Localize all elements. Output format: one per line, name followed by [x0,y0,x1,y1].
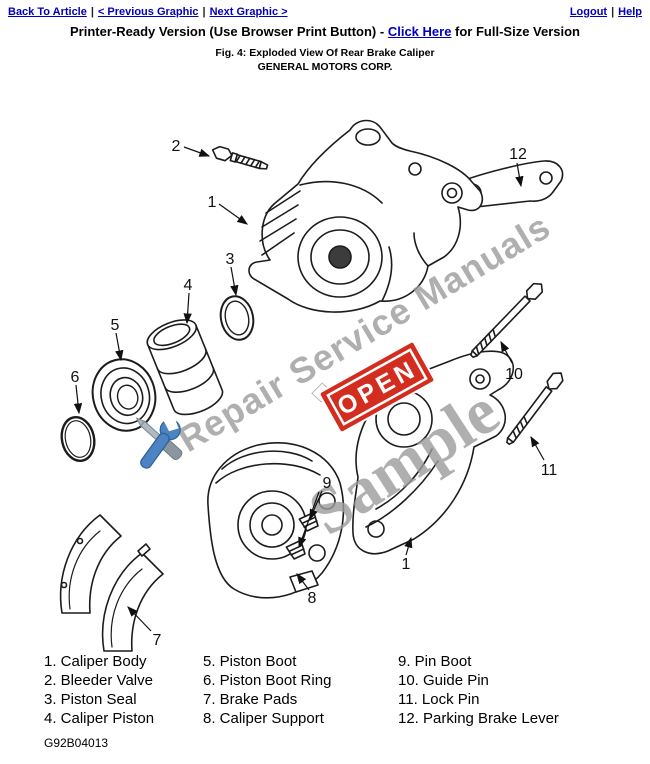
figure-id: G92B04013 [44,736,109,750]
logout-link[interactable]: Logout [569,6,608,18]
legend-item-pin-boot: 9. Pin Boot [398,653,472,670]
part-caliper-body [248,119,484,313]
legend-column-2: 5. Piston Boot 6. Piston Boot Ring 7. Br… [203,652,331,728]
callout-9: 9 [323,475,332,492]
part-bleeder-valve [211,145,269,170]
callout-10: 10 [505,366,523,383]
nav-right: Logout|Help [570,6,642,18]
legend-item-piston-seal: 3. Piston Seal [44,691,137,708]
nav-left: Back To Article|< Previous Graphic|Next … [8,6,288,18]
part-guide-pin [470,282,544,358]
callout-1a: 1 [208,194,217,211]
callout-6: 6 [71,369,80,386]
nav-separator: | [611,6,615,18]
legend-item-caliper-piston: 4. Caliper Piston [44,710,155,727]
legend-item-parking-brake-lever: 12. Parking Brake Lever [398,710,559,727]
callout-12: 12 [509,146,527,163]
legend-item-lock-pin: 11. Lock Pin [398,691,480,708]
title-prefix: Printer-Ready Version (Use Browser Print… [69,24,388,39]
legend-column-1: 1. Caliper Body 2. Bleeder Valve 3. Pist… [44,652,154,728]
nav-separator: | [90,6,94,18]
callout-leader-lines [73,146,545,632]
legend-item-brake-pads: 7. Brake Pads [203,691,298,708]
part-lock-pin [506,372,564,446]
part-piston-boot-ring [60,416,96,462]
tools-logo-icon [135,414,183,469]
callout-3: 3 [226,251,235,268]
previous-graphic-link[interactable]: < Previous Graphic [97,6,199,18]
callout-7: 7 [153,632,162,649]
callout-11: 11 [541,462,558,479]
part-brake-pads [59,514,164,652]
full-size-version-link[interactable]: Click Here [387,24,452,39]
legend-item-bleeder-valve: 2. Bleeder Valve [44,672,153,689]
title-suffix: for Full-Size Version [451,24,580,39]
part-piston-seal [219,295,255,341]
callout-8: 8 [308,590,317,607]
back-to-article-link[interactable]: Back To Article [8,6,87,18]
legend-item-caliper-support: 8. Caliper Support [203,710,324,727]
diagram-area: Repair Service Manuals Sample OPEN [0,85,650,655]
legend-item-caliper-body: 1. Caliper Body [44,653,147,670]
part-piston-boot [91,358,157,432]
callout-4: 4 [184,277,193,294]
callout-5: 5 [111,317,120,334]
exploded-diagram: Repair Service Manuals Sample OPEN [59,119,564,652]
callout-2: 2 [172,138,181,155]
next-graphic-link[interactable]: Next Graphic > [209,6,288,18]
company-name: GENERAL MOTORS CORP. [257,61,393,73]
legend-item-piston-boot-ring: 6. Piston Boot Ring [203,672,332,689]
legend-column-3: 9. Pin Boot 10. Guide Pin 11. Lock Pin 1… [398,652,559,728]
legend-item-guide-pin: 10. Guide Pin [398,672,489,689]
callout-1b: 1 [402,556,411,573]
nav-separator: | [202,6,206,18]
page-title: Printer-Ready Version (Use Browser Print… [0,24,650,39]
figure-caption: Fig. 4: Exploded View Of Rear Brake Cali… [215,47,435,59]
legend-item-piston-boot: 5. Piston Boot [203,653,297,670]
part-caliper-piston [146,319,224,416]
help-link[interactable]: Help [618,6,642,18]
top-nav: Back To Article|< Previous Graphic|Next … [8,6,642,18]
